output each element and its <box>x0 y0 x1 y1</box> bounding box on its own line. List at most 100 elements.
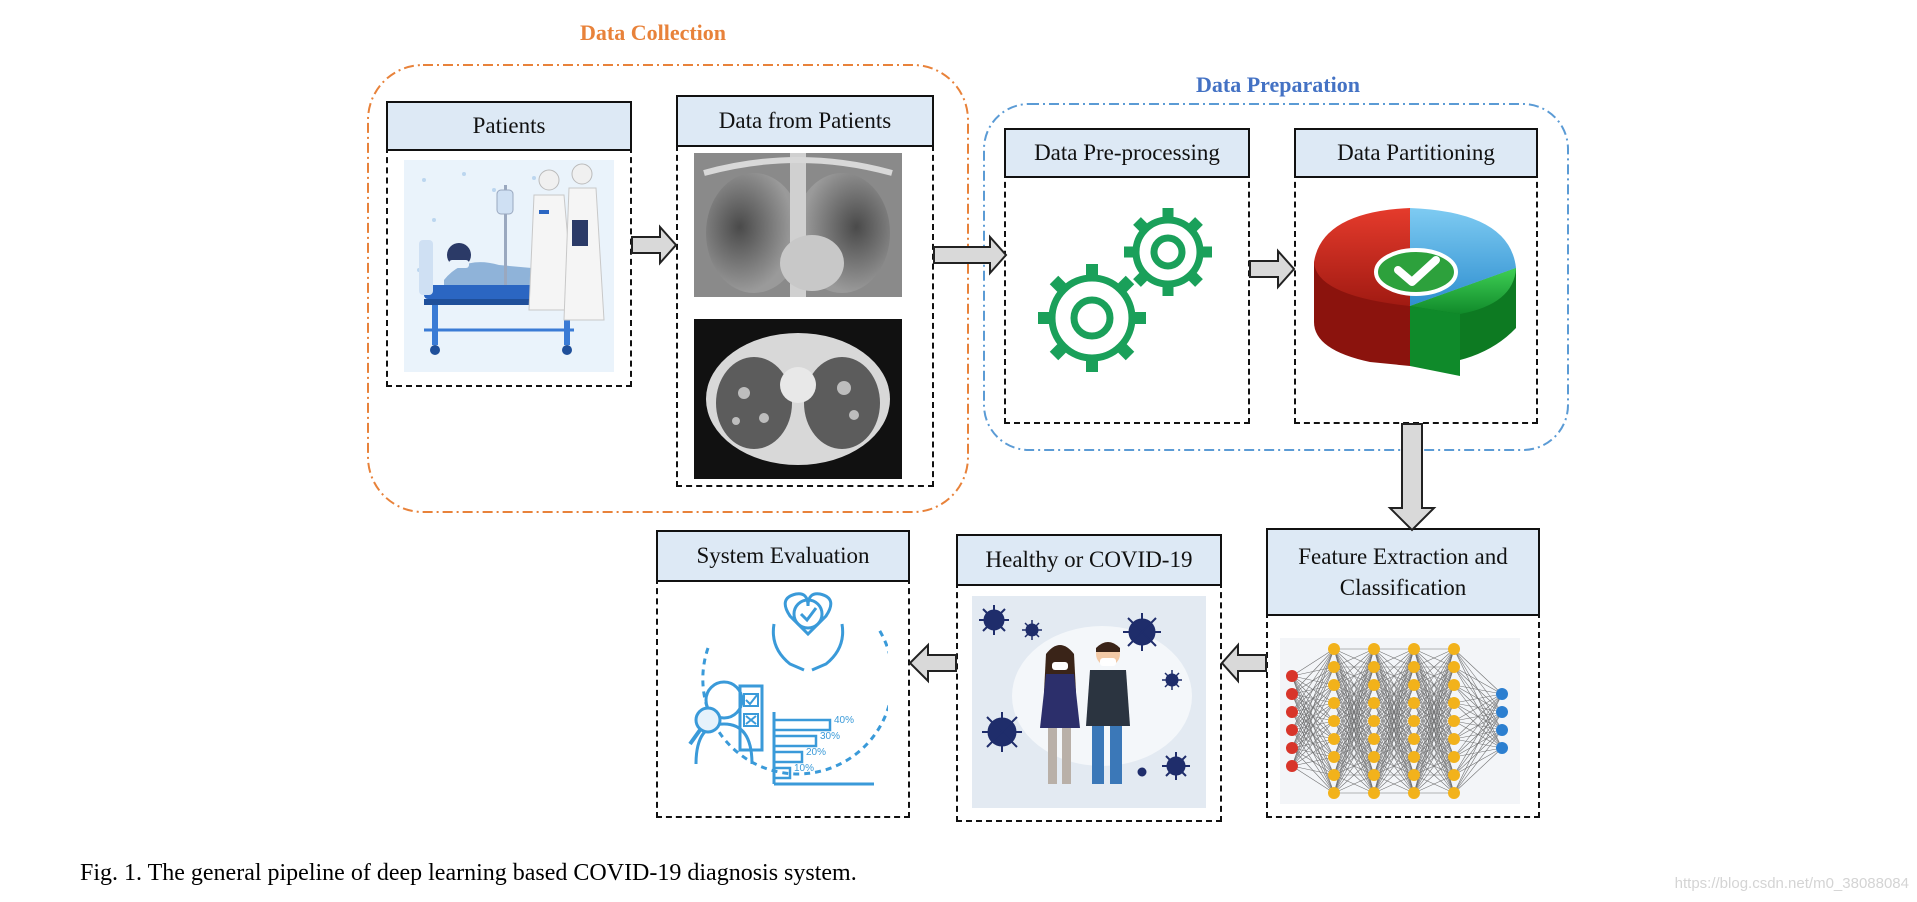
nn-edge <box>1333 648 1375 722</box>
nn-node <box>1328 697 1340 709</box>
nn-node <box>1368 661 1380 673</box>
nn-edge <box>1291 765 1335 794</box>
chest-scan-icon <box>694 153 902 479</box>
nn-node <box>1368 769 1380 781</box>
nn-edge <box>1413 648 1455 686</box>
preprocessing-header: Data Pre-processing <box>1004 128 1250 178</box>
nn-edge <box>1373 684 1415 794</box>
preprocessing-label: Data Pre-processing <box>1034 140 1220 166</box>
healthy-or-covid-header: Healthy or COVID-19 <box>956 534 1222 586</box>
nn-edge <box>1333 648 1375 740</box>
nn-edge <box>1413 738 1455 794</box>
nn-node <box>1328 643 1340 655</box>
nn-edge <box>1291 648 1335 731</box>
data-from-patients-header: Data from Patients <box>676 95 934 147</box>
nn-edge <box>1291 684 1335 767</box>
patients-label: Patients <box>472 113 546 139</box>
system-evaluation-label: System Evaluation <box>696 543 870 569</box>
nn-node <box>1368 697 1380 709</box>
nn-node <box>1286 742 1298 754</box>
arrow-preprocessing-to-partitioning <box>1249 248 1296 290</box>
nn-edge <box>1413 648 1455 794</box>
nn-edge <box>1453 693 1503 740</box>
nn-edge <box>1413 702 1455 794</box>
gears-icon <box>1038 208 1212 372</box>
nn-edge <box>1291 648 1335 677</box>
nn-node <box>1286 724 1298 736</box>
nn-edge <box>1373 666 1415 794</box>
nn-node <box>1448 769 1460 781</box>
nn-node <box>1448 733 1460 745</box>
nn-node <box>1368 787 1380 799</box>
feature-extraction-header: Feature Extraction and Classification <box>1266 528 1540 616</box>
nn-node <box>1496 706 1508 718</box>
nn-edge <box>1453 693 1503 722</box>
nn-edge <box>1373 738 1415 794</box>
nn-edge <box>1373 774 1415 794</box>
eval-bar-label-2: 30% <box>820 731 841 742</box>
nn-edge <box>1333 702 1375 794</box>
arrow-partitioning-to-feature <box>1387 423 1437 532</box>
nn-edge <box>1453 729 1503 794</box>
nn-edge <box>1373 648 1415 722</box>
nn-edge <box>1333 648 1375 686</box>
watermark: https://blog.csdn.net/m0_38088084 <box>1674 875 1909 892</box>
nn-node <box>1448 787 1460 799</box>
nn-node <box>1328 733 1340 745</box>
nn-edge <box>1413 666 1455 794</box>
nn-edge <box>1373 648 1415 704</box>
nn-node <box>1286 706 1298 718</box>
nn-edge <box>1333 774 1375 794</box>
nn-node <box>1368 679 1380 691</box>
nn-edge <box>1291 702 1335 767</box>
nn-node <box>1328 679 1340 691</box>
eval-bar-label-1: 40% <box>834 715 855 726</box>
nn-node <box>1448 643 1460 655</box>
nn-edge <box>1291 666 1335 767</box>
nn-node <box>1286 670 1298 682</box>
nn-node <box>1408 787 1420 799</box>
neural-network-icon <box>1280 638 1520 804</box>
nn-node <box>1286 688 1298 700</box>
nn-edge <box>1291 738 1335 767</box>
nn-node <box>1408 697 1420 709</box>
nn-node <box>1328 787 1340 799</box>
data-preparation-frame <box>983 103 1569 451</box>
nn-edge <box>1373 648 1415 776</box>
nn-edge <box>1333 648 1375 758</box>
nn-edge <box>1413 774 1455 794</box>
nn-node <box>1328 751 1340 763</box>
nn-node <box>1328 769 1340 781</box>
partitioning-header: Data Partitioning <box>1294 128 1538 178</box>
nn-edge <box>1413 684 1455 794</box>
nn-edge <box>1413 756 1455 794</box>
nn-edge <box>1333 720 1375 794</box>
nn-node <box>1448 751 1460 763</box>
data-collection-title: Data Collection <box>580 20 727 45</box>
nn-node <box>1328 715 1340 727</box>
nn-edge <box>1291 648 1335 767</box>
nn-node <box>1448 661 1460 673</box>
nn-node <box>1328 661 1340 673</box>
healthy-or-covid-label: Healthy or COVID-19 <box>985 547 1193 573</box>
pie-check-icon <box>1314 208 1516 376</box>
nn-edge <box>1453 684 1503 695</box>
evaluation-icon: 40% 30% 20% 10% <box>678 588 888 808</box>
nn-edge <box>1291 765 1335 776</box>
partitioning-label: Data Partitioning <box>1337 140 1495 166</box>
nn-node <box>1448 697 1460 709</box>
nn-edge <box>1453 747 1503 794</box>
nn-edge <box>1413 648 1455 740</box>
nn-edge <box>1413 648 1455 722</box>
nn-edge <box>1453 693 1503 794</box>
nn-edge <box>1333 648 1375 704</box>
nn-node <box>1286 760 1298 772</box>
hospital-bed-icon <box>404 160 614 372</box>
nn-edge <box>1291 648 1335 713</box>
arrow-healthy-to-evaluation <box>908 642 957 684</box>
nn-edge <box>1373 648 1415 686</box>
nn-node <box>1408 715 1420 727</box>
system-evaluation-header: System Evaluation <box>656 530 910 582</box>
nn-node <box>1408 769 1420 781</box>
